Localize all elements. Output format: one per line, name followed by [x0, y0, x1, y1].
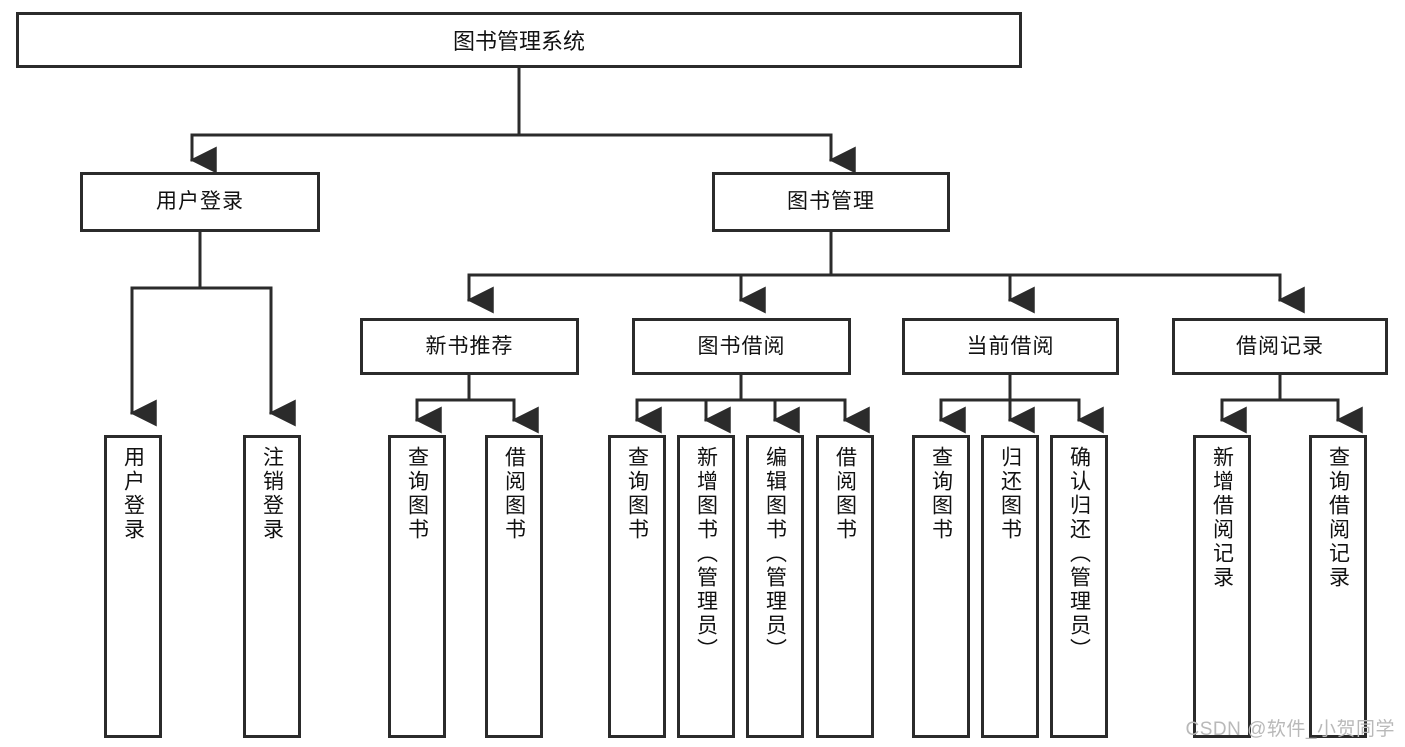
node-root-label: 图书管理系统	[452, 29, 585, 54]
watermark: CSDN @软件_小贺同学	[1185, 719, 1395, 740]
leaf-query-book-1-label: 查询图书	[405, 446, 429, 542]
leaf-user-login[interactable]: 用户登录	[104, 435, 162, 738]
leaf-query-book-1[interactable]: 查询图书	[388, 435, 446, 738]
leaf-query-book-2-label: 查询图书	[625, 446, 649, 542]
leaf-add-record-label: 新增借阅记录	[1210, 446, 1234, 590]
node-current-borrow-label: 当前借阅	[966, 334, 1055, 358]
leaf-query-book-2[interactable]: 查询图书	[608, 435, 666, 738]
leaf-edit-book[interactable]: 编辑图书（管理员）	[746, 435, 804, 738]
node-book-management-label: 图书管理	[787, 190, 875, 214]
node-user-login[interactable]: 用户登录	[80, 172, 320, 232]
node-borrow-record-label: 借阅记录	[1236, 334, 1324, 358]
leaf-return-book[interactable]: 归还图书	[981, 435, 1039, 738]
node-book-management[interactable]: 图书管理	[712, 172, 950, 232]
leaf-confirm-return[interactable]: 确认归还（管理员）	[1050, 435, 1108, 738]
leaf-query-record[interactable]: 查询借阅记录	[1309, 435, 1367, 738]
node-new-book-recommend-label: 新书推荐	[425, 334, 514, 358]
leaf-query-record-label: 查询借阅记录	[1326, 446, 1350, 590]
leaf-user-logout[interactable]: 注销登录	[243, 435, 301, 738]
leaf-confirm-return-label: 确认归还（管理员）	[1067, 446, 1091, 662]
leaf-query-book-3-label: 查询图书	[929, 446, 953, 542]
leaf-add-book[interactable]: 新增图书（管理员）	[677, 435, 735, 738]
node-book-borrow-label: 图书借阅	[697, 334, 786, 358]
node-current-borrow[interactable]: 当前借阅	[902, 318, 1119, 375]
node-book-borrow[interactable]: 图书借阅	[632, 318, 851, 375]
leaf-user-login-label: 用户登录	[121, 446, 145, 542]
leaf-borrow-book-2-label: 借阅图书	[833, 446, 857, 542]
node-user-login-label: 用户登录	[156, 190, 244, 214]
leaf-borrow-book-2[interactable]: 借阅图书	[816, 435, 874, 738]
leaf-add-record[interactable]: 新增借阅记录	[1193, 435, 1251, 738]
leaf-borrow-book-1[interactable]: 借阅图书	[485, 435, 543, 738]
leaf-query-book-3[interactable]: 查询图书	[912, 435, 970, 738]
leaf-user-logout-label: 注销登录	[260, 446, 284, 542]
leaf-borrow-book-1-label: 借阅图书	[502, 446, 526, 542]
leaf-add-book-label: 新增图书（管理员）	[694, 446, 718, 662]
leaf-return-book-label: 归还图书	[998, 446, 1022, 542]
node-borrow-record[interactable]: 借阅记录	[1172, 318, 1388, 375]
node-root[interactable]: 图书管理系统	[16, 12, 1022, 68]
leaf-edit-book-label: 编辑图书（管理员）	[763, 446, 787, 662]
node-new-book-recommend[interactable]: 新书推荐	[360, 318, 579, 375]
